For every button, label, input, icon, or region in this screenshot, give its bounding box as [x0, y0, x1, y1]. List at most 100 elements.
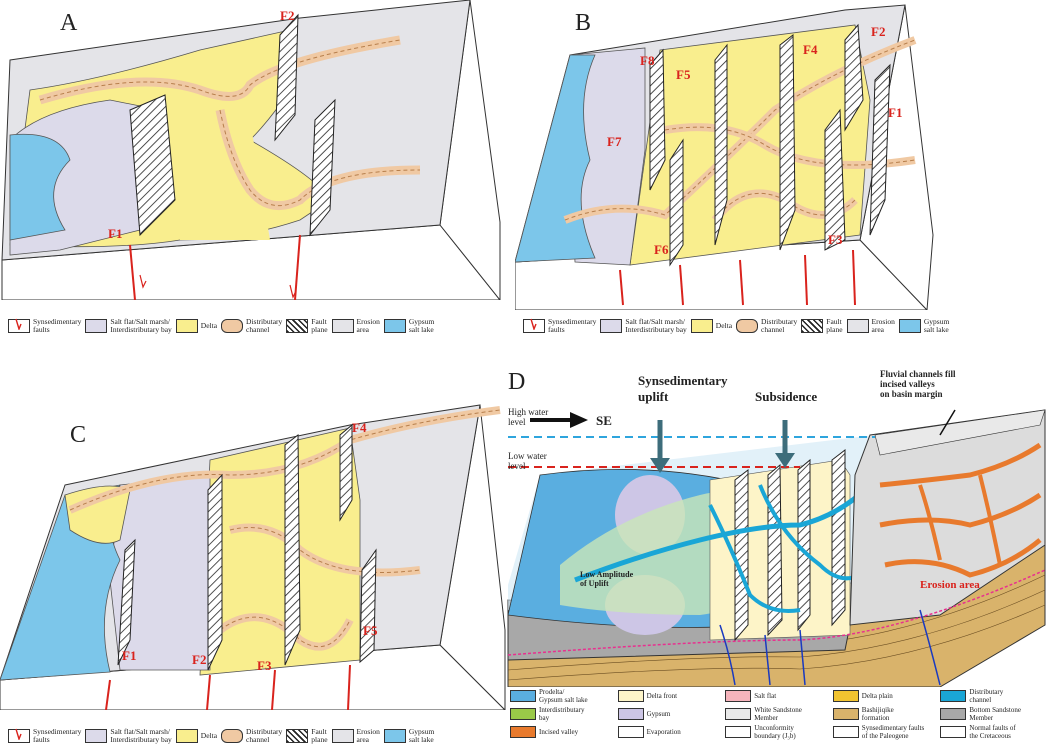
legend-item: Delta [175, 319, 217, 333]
salt-flat-swatch [600, 319, 623, 333]
legend-label: Gypsum salt lake [408, 727, 435, 744]
salt-flat-swatch [85, 729, 108, 743]
fault-label-f4: F4 [352, 420, 367, 435]
legend-label: Salt flat/Salt marsh/ Interdistributary … [110, 727, 172, 744]
legend-item: Synsedimentary faults [8, 318, 81, 334]
legend-swatch [510, 726, 536, 738]
erosion-swatch [846, 319, 869, 333]
legend-item: Gypsum salt lake [383, 317, 435, 334]
legend-swatch [617, 726, 644, 738]
fault-label-f5: F5 [676, 67, 691, 82]
low-water-level-label: Low water level [508, 451, 547, 471]
fault-arrow-icon [523, 318, 545, 333]
legend-swatch [617, 690, 644, 702]
legend-item: Normal faults of the Cretaceous [940, 724, 1048, 740]
legend-a: Synsedimentary faults Salt flat/Salt mars… [8, 318, 434, 334]
high-water-level-label: High water level [508, 407, 549, 427]
legend-item: Gypsum salt lake [898, 318, 949, 334]
gypsum-lake-swatch [383, 319, 406, 333]
legend-label: Prodelta/ Gypsum salt lake [539, 688, 588, 704]
legend-item: White Sandstone Member [725, 706, 833, 722]
fault-label-f2: F2 [871, 24, 886, 39]
legend-label: Evaporation [646, 728, 681, 736]
legend-item: Salt flat [725, 688, 833, 704]
legend-label: Fault plane [826, 317, 843, 334]
legend-label: Fault plane [311, 727, 328, 744]
legend-swatch [832, 708, 859, 720]
legend-label: Delta [715, 321, 733, 330]
legend-swatch [832, 690, 859, 702]
fault-plane-swatch [801, 319, 824, 333]
legend-label: Unconformity boundary (J₃b) [754, 724, 796, 740]
legend-label: Distributary channel [246, 317, 283, 334]
legend-swatch [832, 726, 859, 738]
legend-label: Interdistributary bay [539, 706, 585, 722]
panel-d: D [500, 365, 1052, 752]
legend-label: Salt flat [754, 692, 777, 700]
legend-item: Evaporation [617, 724, 726, 740]
legend-swatch [725, 726, 752, 738]
delta-swatch [175, 319, 198, 333]
fault-label-f3: F3 [257, 658, 272, 673]
legend-label: Salt flat/Salt marsh/ Interdistributary … [110, 317, 172, 334]
legend-item: Distributary channel [736, 318, 797, 334]
channel-swatch [221, 319, 244, 333]
legend-item: Distributary channel [940, 688, 1048, 704]
legend-label: Normal faults of the Cretaceous [969, 724, 1016, 740]
legend-item: Distributary channel [221, 318, 282, 334]
fault-label-f1: F1 [122, 648, 137, 663]
legend-item: Delta front [617, 688, 726, 704]
legend-label: Bottom Sandstone Member [969, 706, 1021, 722]
channel-swatch [221, 729, 244, 743]
legend-item: Fault plane [286, 318, 328, 334]
legend-item: Erosion area [331, 317, 380, 334]
salt-flat-swatch [85, 319, 108, 333]
legend-label: Distributary channel [761, 317, 798, 334]
legend-item: Fault plane [286, 727, 328, 744]
legend-label: Gypsum salt lake [408, 317, 435, 334]
fluvial-channels-label: Fluvial channels fill incised valleys on… [880, 369, 956, 399]
channel-swatch [736, 319, 759, 333]
fault-label-f5: F5 [363, 623, 378, 638]
legend-item: Bottom Sandstone Member [940, 706, 1048, 722]
legend-swatch [940, 690, 967, 702]
legend-label: Synsedimentary faults [548, 317, 597, 334]
legend-swatch [725, 708, 752, 720]
legend-item: Salt flat/Salt marsh/ Interdistributary … [85, 317, 172, 334]
legend-item: Interdistributary bay [510, 706, 618, 722]
legend-item: Erosion area [846, 317, 895, 334]
legend-label: Salt flat/Salt marsh/ Interdistributary … [625, 317, 687, 334]
legend-label: Distributary channel [969, 688, 1004, 704]
legend-swatch [510, 708, 536, 720]
legend-swatch [725, 690, 752, 702]
gypsum-lake-swatch [898, 319, 921, 333]
legend-label: Incised valley [539, 728, 579, 736]
legend-label: Erosion area [871, 317, 895, 334]
legend-item: Delta plain [832, 688, 941, 704]
delta-swatch [175, 729, 198, 743]
block-diagram-c [0, 404, 506, 710]
legend-item: Delta [690, 319, 733, 333]
fault-plane-swatch [286, 729, 309, 743]
legend-label: Delta plain [861, 692, 893, 700]
fault-label-f3: F3 [828, 232, 843, 247]
legend-label: Gypsum [646, 710, 671, 718]
legend-label: Erosion area [356, 317, 380, 334]
legend-c: Synsedimentary faults Salt flat/Salt mars… [8, 728, 434, 744]
legend-item: Synsedimentary faults [8, 728, 81, 744]
se-arrow-label: SE [596, 413, 612, 428]
legend-swatch [510, 690, 536, 702]
legend-item: Synsedimentary faults of the Paleogene [832, 724, 941, 740]
legend-item: Gypsum salt lake [383, 727, 435, 744]
delta-swatch [690, 319, 713, 333]
legend-label: Delta front [646, 692, 678, 700]
panel-label: B [575, 10, 592, 36]
block-diagram-d [507, 409, 1046, 687]
legend-item: Distributary channel [221, 728, 282, 744]
legend-item: Synsedimentary faults [523, 318, 596, 334]
legend-swatch [940, 708, 967, 720]
fault-label-f1: F1 [108, 226, 123, 241]
legend-label: Erosion area [356, 727, 380, 744]
fault-arrow-icon [8, 318, 30, 333]
